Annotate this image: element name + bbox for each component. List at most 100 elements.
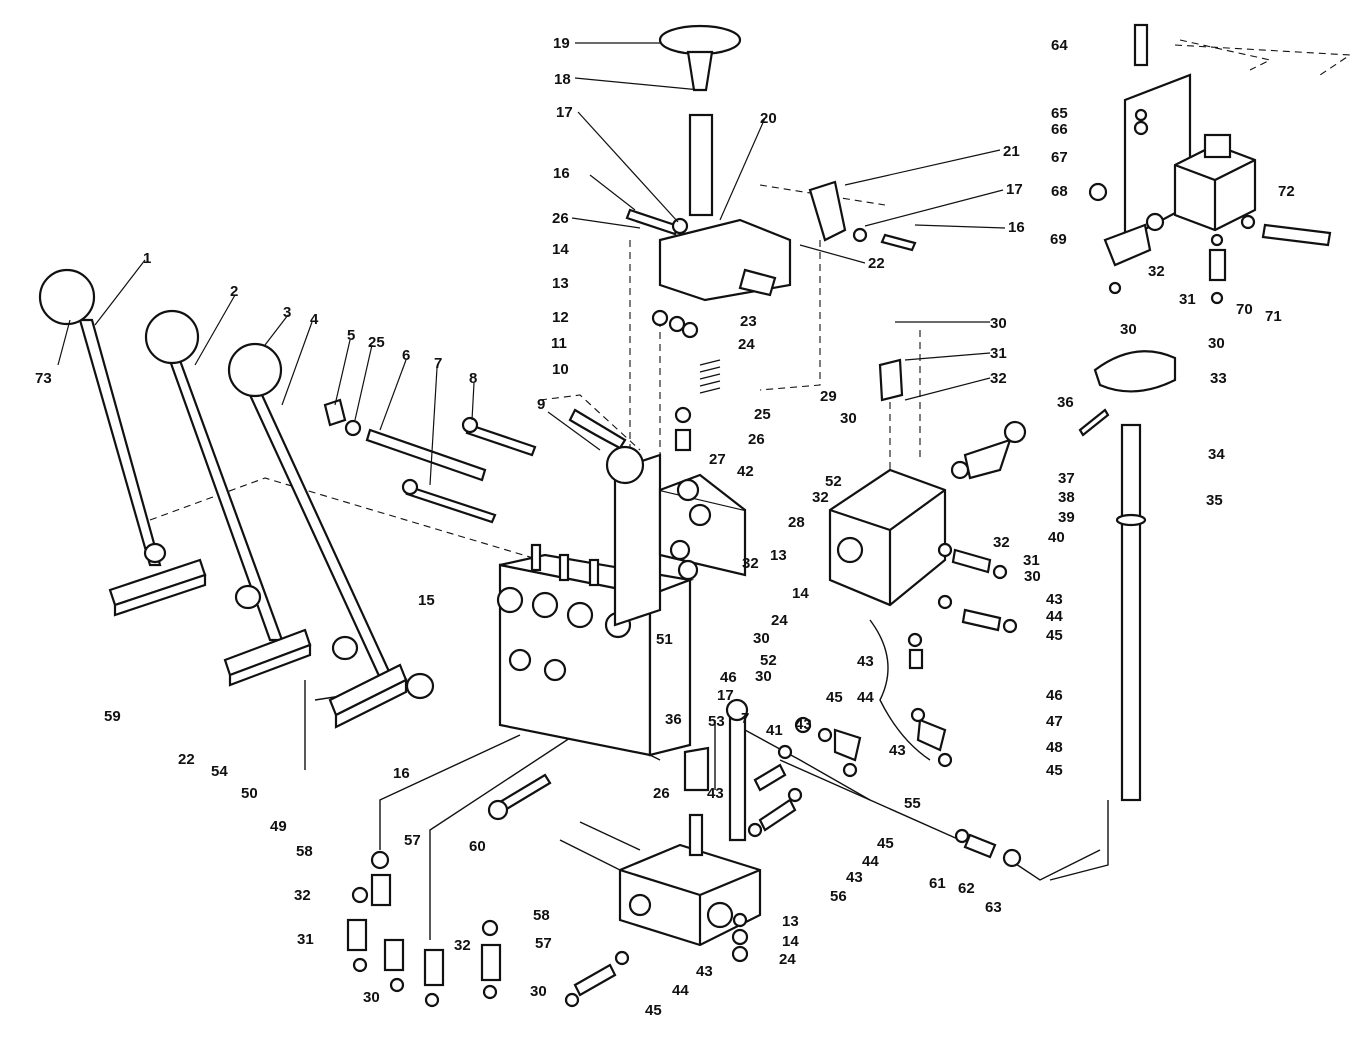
- callout-32-low: 32: [742, 555, 759, 572]
- callout-5: 5: [347, 327, 355, 344]
- callout-22: 22: [868, 255, 885, 272]
- callout-30-low: 30: [753, 630, 770, 647]
- callout-50: 50: [241, 785, 258, 802]
- callout-64: 64: [1051, 37, 1068, 54]
- rod-6: [365, 428, 487, 482]
- callout-34: 34: [1208, 446, 1225, 463]
- callout-46-r: 46: [1046, 687, 1063, 704]
- callout-57-lc: 57: [535, 935, 552, 952]
- callout-33: 33: [1210, 370, 1227, 387]
- fitting-31-right: [1208, 248, 1227, 282]
- callout-19: 19: [553, 35, 570, 52]
- control-levers: [38, 268, 435, 729]
- callout-6: 6: [402, 347, 410, 364]
- washer-70: [1240, 214, 1256, 230]
- callout-44-r: 44: [1046, 608, 1063, 625]
- callout-32-ll: 32: [294, 887, 311, 904]
- callout-20: 20: [760, 110, 777, 127]
- callout-26-low: 26: [653, 785, 670, 802]
- callout-10: 10: [552, 361, 569, 378]
- callout-29: 29: [820, 388, 837, 405]
- callout-69: 69: [1050, 231, 1067, 248]
- callout-70: 70: [1236, 301, 1253, 318]
- callout-35: 35: [1206, 492, 1223, 509]
- callout-30-lc: 30: [530, 983, 547, 1000]
- callout-43-r: 43: [1046, 591, 1063, 608]
- callout-16: 16: [553, 165, 570, 182]
- callout-43-a: 43: [795, 716, 812, 733]
- fitting-62: [963, 833, 997, 859]
- callout-7: 7: [434, 355, 442, 372]
- callout-40: 40: [1048, 529, 1065, 546]
- callout-47: 47: [1046, 713, 1063, 730]
- callout-36-right: 36: [1057, 394, 1074, 411]
- nut-68: [1088, 182, 1108, 202]
- callout-41: 41: [766, 722, 783, 739]
- callout-32-top: 32: [990, 370, 1007, 387]
- callout-26: 26: [552, 210, 569, 227]
- callout-61: 61: [929, 875, 946, 892]
- callout-46: 46: [720, 669, 737, 686]
- callout-59: 59: [104, 708, 121, 725]
- callout-38: 38: [1058, 489, 1075, 506]
- upper-valve-block-28: [605, 445, 747, 627]
- callout-48: 48: [1046, 739, 1063, 756]
- callout-32-mid: 32: [812, 489, 829, 506]
- bolt-47: [908, 648, 924, 670]
- callout-8: 8: [469, 370, 477, 387]
- rods-and-bolts: [323, 398, 627, 524]
- spring-parts: [651, 309, 721, 452]
- callout-32-lc: 32: [454, 937, 471, 954]
- right-assembly: [1078, 23, 1332, 802]
- bolt-7-lower: [728, 713, 747, 842]
- callout-45-c: 45: [877, 835, 894, 852]
- callout-labels: 73 1 2 3 4 5 25 6 7 8 9 10 11 12 13 14 2…: [35, 35, 1295, 1019]
- callout-25: 25: [368, 334, 385, 351]
- callout-17-right: 17: [1006, 181, 1023, 198]
- callout-45-bot: 45: [645, 1002, 662, 1019]
- callout-27: 27: [709, 451, 726, 468]
- callout-44-c: 44: [862, 853, 879, 870]
- callout-63: 63: [985, 899, 1002, 916]
- callout-53: 53: [708, 713, 725, 730]
- callout-31-ll: 31: [297, 931, 314, 948]
- spacer-59: [234, 584, 262, 610]
- callout-72: 72: [1278, 183, 1295, 200]
- callout-44-bot: 44: [672, 982, 689, 999]
- fittings-right: [907, 542, 1018, 768]
- callout-45-d: 45: [1046, 762, 1063, 779]
- callout-42: 42: [737, 463, 754, 480]
- callout-30-mid: 30: [840, 410, 857, 427]
- callout-43-bot: 43: [696, 963, 713, 980]
- callout-13-bot: 13: [782, 913, 799, 930]
- bolt-7: [405, 485, 497, 524]
- callout-24-bot: 24: [779, 951, 796, 968]
- valve-body-15: [496, 543, 695, 757]
- callout-65: 65: [1051, 105, 1068, 122]
- callout-60: 60: [469, 838, 486, 855]
- callout-24: 24: [738, 336, 755, 353]
- callout-43-m: 43: [857, 653, 874, 670]
- bottom-fittings: [564, 716, 1022, 1008]
- callout-30-top: 30: [990, 315, 1007, 332]
- callout-52: 52: [825, 473, 842, 490]
- callout-4: 4: [310, 311, 319, 328]
- callout-45-r: 45: [1046, 627, 1063, 644]
- callout-14: 14: [552, 241, 569, 258]
- pin-36: [1078, 408, 1110, 437]
- bracket-5: [323, 398, 347, 427]
- bushing-23: [738, 268, 777, 297]
- callout-71: 71: [1265, 308, 1282, 325]
- bolt-8: [465, 423, 537, 457]
- callout-13: 13: [552, 275, 569, 292]
- callout-9: 9: [537, 396, 545, 413]
- callout-1: 1: [143, 250, 151, 267]
- callout-7-low: 7: [741, 710, 749, 727]
- callout-52-low: 52: [760, 652, 777, 669]
- callout-43-b: 43: [707, 785, 724, 802]
- callout-62: 62: [958, 880, 975, 897]
- callout-51: 51: [656, 631, 673, 648]
- lower-left-fittings: [346, 773, 552, 1008]
- callout-49: 49: [270, 818, 287, 835]
- callout-54: 54: [211, 763, 228, 780]
